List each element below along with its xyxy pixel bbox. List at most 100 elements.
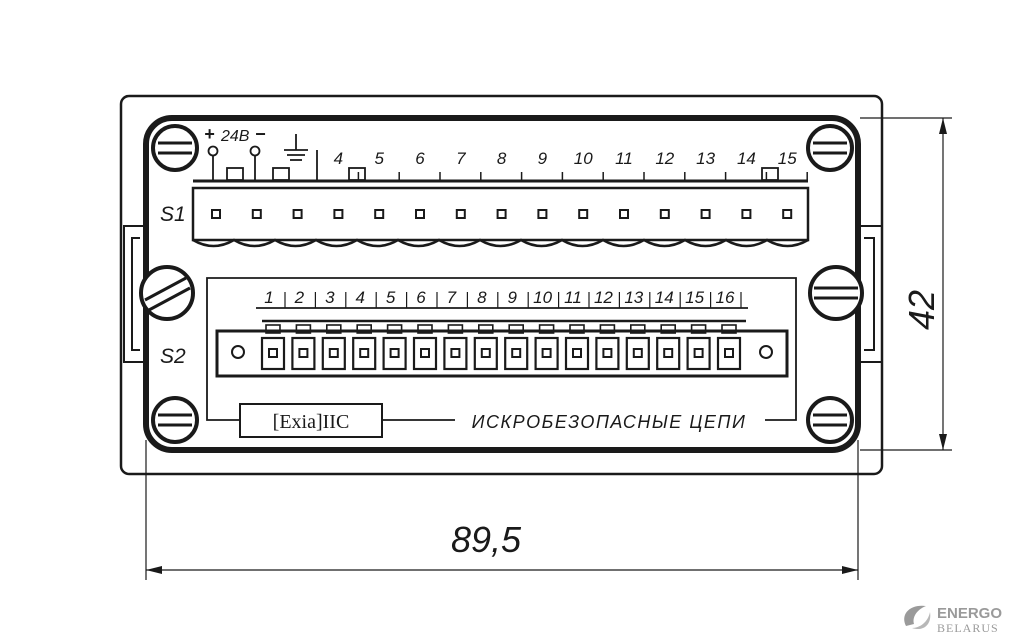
screw-top-right — [806, 124, 854, 172]
s1-pin — [578, 209, 589, 219]
energo-logo-icon — [904, 605, 931, 630]
s2-terminal-cell — [595, 336, 620, 371]
s2-connector-pins — [260, 324, 742, 371]
s2-pin — [480, 348, 491, 358]
s1-pin — [619, 209, 629, 219]
s2-pin — [541, 348, 552, 358]
s2-pin — [268, 348, 278, 358]
s2-channel-label-6: 6 — [416, 288, 426, 307]
s1-label: S1 — [160, 203, 186, 226]
s2-pin — [724, 348, 734, 358]
s2-terminal-latch — [538, 324, 555, 334]
s2-pin — [572, 348, 582, 358]
s1-channel-label-14: 14 — [737, 149, 756, 168]
s2-mount-hole-left — [231, 345, 245, 359]
s2-channel-label-1: 1 — [264, 288, 273, 307]
s2-terminal-latch — [447, 324, 464, 334]
s2-pin — [663, 348, 674, 358]
s2-terminal-cell — [534, 336, 559, 371]
dimension-height-value: 42 — [901, 290, 942, 330]
s2-channel-label-13: 13 — [624, 288, 643, 307]
s2-terminal-latch — [386, 324, 403, 334]
s2-terminal-latch — [477, 324, 494, 334]
s1-pin — [374, 209, 385, 219]
s2-channel-label-15: 15 — [685, 288, 704, 307]
s2-pin — [328, 348, 339, 358]
s1-pin — [782, 209, 793, 219]
s1-channel-14-latch — [761, 167, 779, 181]
s2-channel-label-5: 5 — [386, 288, 396, 307]
s2-frame — [206, 277, 797, 421]
s1-channel-label-6: 6 — [415, 149, 425, 168]
s1-pin — [251, 209, 262, 219]
s2-terminal-latch — [599, 324, 616, 334]
s2-pin — [298, 348, 309, 358]
s2-terminal-cell — [321, 336, 346, 371]
s2-channel-label-8: 8 — [477, 288, 487, 307]
exia-marking-box — [239, 403, 383, 438]
s2-pin — [602, 348, 613, 358]
s2-terminal-cell — [716, 336, 742, 371]
s2-terminal-cell — [260, 336, 286, 371]
exia-marking-text: [Exia]IIC — [273, 411, 350, 433]
s1-channel-label-4: 4 — [334, 149, 343, 168]
s1-channel-label-15: 15 — [778, 149, 797, 168]
s2-terminal-latch — [660, 324, 677, 334]
screw-bottom-right — [806, 396, 854, 444]
s2-channel-label-16: 16 — [716, 288, 735, 307]
s1-pin — [537, 209, 548, 219]
s2-terminal-latch — [417, 324, 433, 334]
s2-mount-hole-right — [759, 345, 773, 359]
s2-channel-label-11: 11 — [564, 288, 582, 307]
s2-channel-label-4: 4 — [355, 288, 364, 307]
s2-channel-label-14: 14 — [655, 288, 674, 307]
s2-channel-label-10: 10 — [533, 288, 552, 307]
left-side-clip — [123, 225, 146, 363]
dimension-width-value: 89,5 — [451, 519, 522, 560]
right-side-clip — [858, 225, 883, 363]
s2-terminal-latch — [629, 324, 646, 334]
s2-terminal-cell — [625, 336, 650, 371]
s1-channel-4-latch — [348, 167, 366, 181]
s2-terminal-cell — [473, 336, 498, 371]
screw-mount-left — [139, 265, 195, 321]
s2-terminal-latch — [295, 324, 312, 334]
s1-pin — [659, 209, 670, 219]
screw-bottom-left — [151, 396, 199, 444]
s2-label: S2 — [160, 345, 186, 368]
s2-terminal-cell — [686, 336, 711, 371]
watermark-line-1: ENERGO — [937, 605, 1002, 622]
s2-terminal-latch — [356, 324, 373, 334]
screw-top-left — [151, 124, 199, 172]
s1-pin — [292, 209, 303, 219]
s2-pin — [693, 348, 704, 358]
s2-terminal-cell — [352, 336, 377, 371]
s1-connector-pins — [211, 209, 793, 219]
s2-pin — [359, 348, 370, 358]
s1-pin — [211, 209, 221, 219]
s2-terminal-cell — [564, 336, 590, 371]
s2-terminal-latch — [690, 324, 707, 334]
dimension-width — [145, 440, 859, 580]
s1-pin — [455, 209, 466, 219]
s2-terminal-latch — [325, 324, 342, 334]
s2-terminal-latch — [265, 324, 281, 334]
s1-pin — [741, 209, 752, 219]
s2-pin — [389, 348, 400, 358]
s2-channel-label-7: 7 — [447, 288, 457, 307]
s2-pin — [420, 348, 430, 358]
screw-mount-right — [808, 265, 864, 321]
s2-channel-label-9: 9 — [507, 288, 517, 307]
s1-pin — [333, 209, 344, 219]
power-plus-label: + — [204, 124, 215, 144]
s2-terminal-cell — [504, 336, 529, 371]
s1-channel-label-10: 10 — [574, 149, 593, 168]
s1-channel-label-5: 5 — [374, 149, 384, 168]
s1-channel-label-8: 8 — [497, 149, 507, 168]
s2-terminal-cell — [291, 336, 316, 371]
s2-terminal-cell — [412, 336, 438, 371]
s2-terminal-latch — [508, 324, 525, 334]
